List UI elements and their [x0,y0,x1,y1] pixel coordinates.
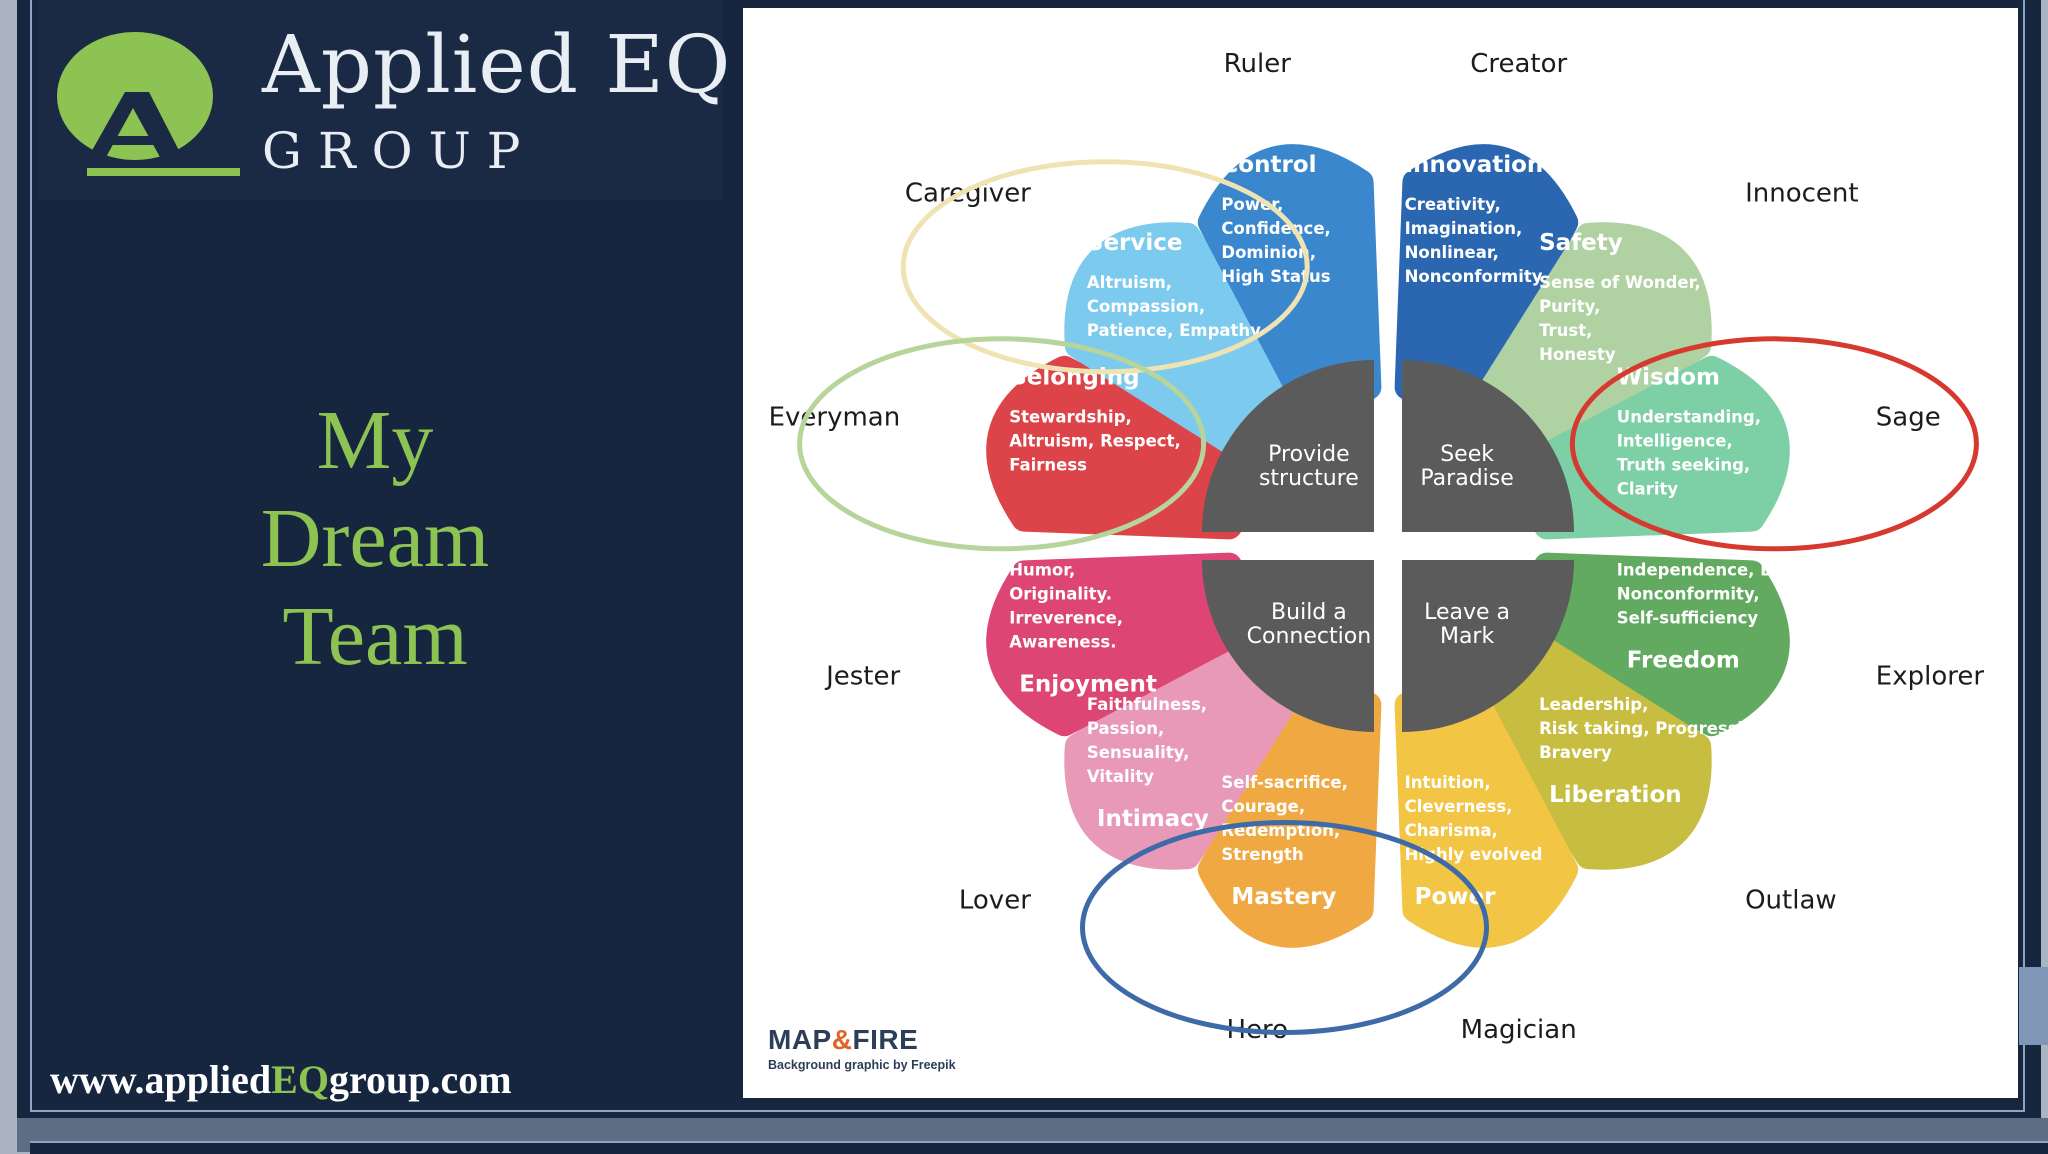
petal-trait: Power, [1221,195,1283,214]
next-slide-edge [30,1141,2048,1154]
petal-trait: Stewardship, [1009,407,1132,426]
mapfire-credit: MAP&FIRE Background graphic by Freepik [768,1024,956,1072]
slide-title: My Dream Team [190,392,560,686]
petal-trait: Independence, Bravery, [1617,561,1838,580]
petal-trait: Truth seeking, [1617,455,1750,474]
url-accent: EQ [271,1057,329,1102]
petal-trait: Charisma, [1405,821,1498,840]
petal-trait: Understanding, [1617,407,1761,426]
petal-value: Freedom [1627,648,1740,674]
archetype-name: Sage [1876,403,1941,433]
petal-trait: Irreverence, [1009,609,1123,628]
archetype-name: Magician [1461,1015,1577,1045]
logo-subword: GROUP [262,122,537,180]
petal-trait: Fairness [1009,455,1087,474]
petal-trait: Awareness. [1009,633,1116,652]
archetype-name: Lover [959,886,1031,916]
mapfire-logo: MAP&FIRE [768,1024,919,1055]
petal-value: Intimacy [1097,806,1209,832]
petal-trait: High Status [1221,267,1330,286]
petal-value: Innovation [1405,152,1544,178]
petal-trait: Risk taking, Progressive, [1539,719,1771,738]
petal-trait: Vitality [1087,767,1154,786]
archetype-name: Innocent [1745,178,1859,208]
title-line: My [316,394,434,487]
petal-trait: Intuition, [1405,773,1491,792]
petal-trait: Altruism, [1087,273,1172,292]
petal-trait: Altruism, Respect, [1009,431,1181,450]
center-provide-structure [1202,360,1374,532]
website-url: www.appliedEQgroup.com [50,1056,512,1103]
petal-trait: Compassion, [1087,297,1205,316]
petal-trait: Bravery [1539,743,1612,762]
petal-trait: Faithfulness, [1087,695,1207,714]
logo-mark-icon [57,32,240,176]
side-tab [2019,967,2048,1045]
highlight-everyman [797,336,1207,552]
center-label: Leave a [1424,600,1510,625]
center-label: Build a [1271,600,1347,625]
petal-trait: Patience, Empathy [1087,321,1261,340]
highlight-caregiver [900,159,1310,375]
archetype-name: Outlaw [1745,886,1837,916]
petal-trait: Nonconformity [1405,267,1543,286]
center-label: Connection [1247,624,1371,649]
highlight-hero [1080,820,1489,1035]
petal-trait: Self-sufficiency [1617,609,1759,628]
archetype-name: Jester [824,661,900,691]
petal-trait: Imagination, [1405,219,1523,238]
petal-trait: Strength [1221,845,1303,864]
center-build-connection [1202,560,1374,732]
highlight-sage [1569,336,1979,552]
petal-trait: Creativity, [1405,195,1501,214]
petal-trait: Clarity [1617,479,1679,498]
url-suffix: group.com [328,1057,512,1102]
petal-trait: Sensuality, [1087,743,1189,762]
petal-trait: Cleverness, [1405,797,1513,816]
slide-frame [30,0,2025,1112]
center-label: Mark [1440,624,1495,649]
archetype-name: Explorer [1876,661,1985,691]
petal-trait: Intelligence, [1617,431,1733,450]
logo-wordmark: Applied EQ [262,18,732,111]
center-label: Seek [1440,442,1494,467]
petal-trait: Trust, [1539,321,1592,340]
petal-value: Service [1087,230,1183,256]
archetype-name: Ruler [1224,49,1292,79]
center-label: Paradise [1420,466,1513,491]
petal-trait: Self-sacrifice, [1221,773,1347,792]
center-label: Provide [1268,442,1350,467]
title-line: Dream [260,492,490,585]
graphic-credit: Background graphic by Freepik [768,1058,956,1072]
archetype-name: Caregiver [905,178,1031,208]
petal-trait: Passion, [1087,719,1164,738]
center-leave-mark [1402,560,1574,732]
petal-value: Safety [1539,230,1623,256]
archetype-name: Creator [1470,49,1567,79]
petal-value: Control [1221,152,1316,178]
diagram-panel [743,8,2018,1098]
petal-value: Enjoyment [1019,672,1157,698]
archetype-name: Everyman [769,403,901,433]
petal-trait: Courage, [1221,797,1305,816]
title-line: Team [282,590,468,683]
url-prefix: www.applied [50,1057,272,1102]
petal-trait: Humor, [1009,561,1075,580]
petal-trait: Sense of Wonder, [1539,273,1701,292]
petal-trait: Dominion, [1221,243,1316,262]
petal-value: Liberation [1549,782,1682,808]
petal-trait: Nonlinear, [1405,243,1499,262]
petal-trait: Honesty [1539,345,1616,364]
petal-trait: Leadership, [1539,695,1648,714]
center-seek-paradise [1402,360,1574,532]
petal-trait: Originality. [1009,585,1112,604]
petal-trait: Confidence, [1221,219,1330,238]
petal-value: Mastery [1231,884,1336,910]
petal-trait: Nonconformity, [1617,585,1760,604]
center-label: structure [1259,466,1359,491]
petal-trait: Purity, [1539,297,1600,316]
